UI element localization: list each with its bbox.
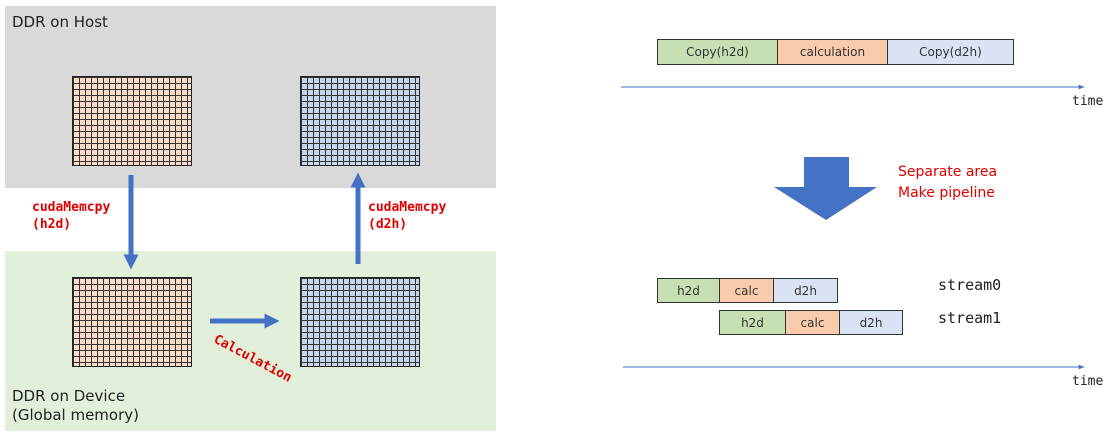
stream0-label: stream0 [938,276,1002,294]
host-output-array [300,76,420,166]
host-title: DDR on Host [12,13,108,31]
stream0-h2d: h2d [657,278,720,303]
device-subtitle: (Global memory) [12,406,139,424]
stream1-bar: h2d calc d2h [719,310,903,335]
seq-calculation: calculation [777,39,888,65]
transform-down-arrow-icon [774,157,877,220]
stream0-calc: calc [719,278,774,303]
stream0-bar: h2d calc d2h [657,278,838,303]
pipeline-note-line2: Make pipeline [898,185,995,201]
stream1-d2h: d2h [839,310,903,335]
seq-copy-d2h: Copy(d2h) [887,39,1014,65]
memcpy-d2h-text: cudaMemcpy [368,200,447,215]
device-output-array [300,277,420,367]
right-graphics [621,84,1085,370]
memcpy-h2d-label: cudaMemcpy (h2d) [32,199,110,233]
pipeline-note: Separate area Make pipeline [898,162,997,204]
time-label-top: time [1072,94,1104,109]
pipeline-note-line1: Separate area [898,164,998,180]
device-title: DDR on Device [12,387,126,405]
host-input-array [72,76,192,166]
sequential-bar: Copy(h2d) calculation Copy(d2h) [657,39,1014,65]
left-arrows [123,172,366,329]
memcpy-d2h-direction: (d2h) [368,217,408,232]
memcpy-d2h-label: cudaMemcpy (d2h) [368,199,446,233]
memcpy-h2d-text: cudaMemcpy [32,200,111,215]
time-label-bottom: time [1072,374,1104,389]
memcpy-h2d-direction: (h2d) [32,217,72,232]
stream0-d2h: d2h [773,278,838,303]
stream1-calc: calc [785,310,840,335]
stream1-label: stream1 [938,309,1002,327]
device-input-array [72,277,192,367]
stream1-h2d: h2d [719,310,786,335]
